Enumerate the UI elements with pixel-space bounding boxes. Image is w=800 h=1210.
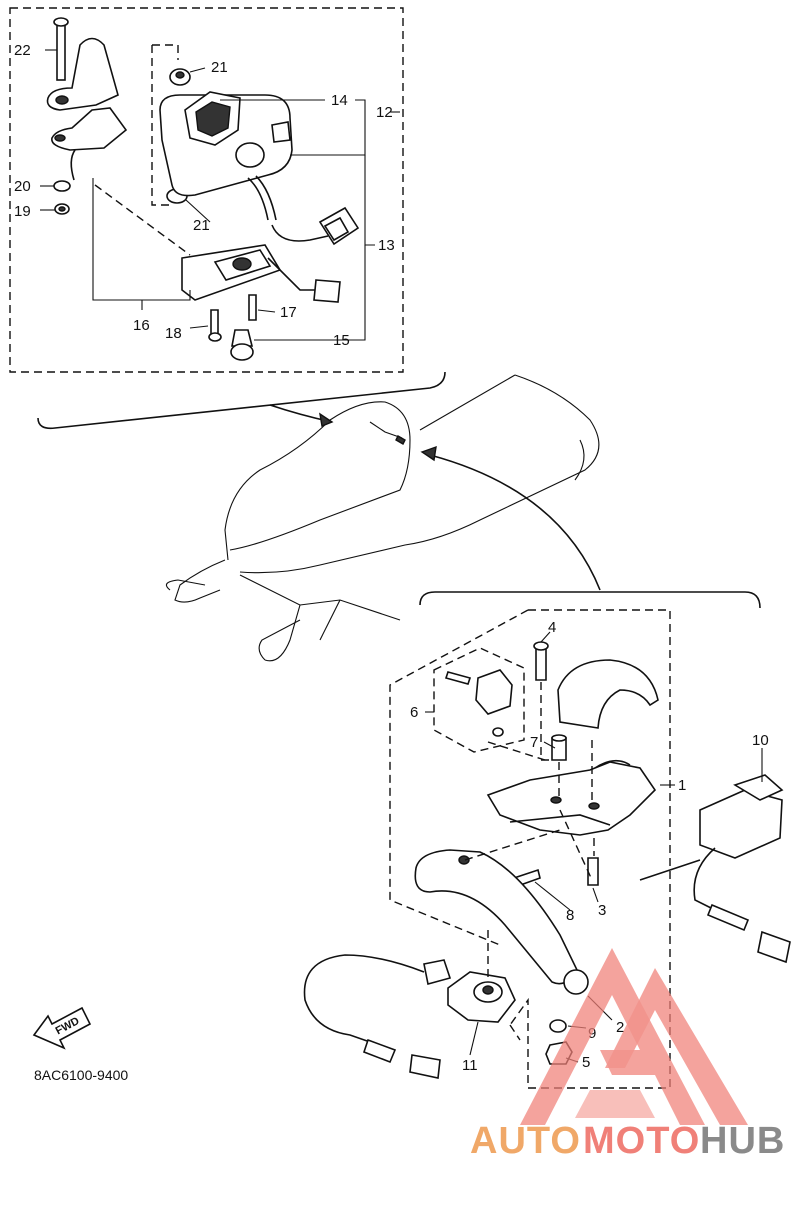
guide-21a [152, 44, 179, 60]
subassembly-6-frame [433, 647, 525, 753]
fwd-arrow-icon: FWD [32, 1006, 92, 1050]
block-part-6 [444, 669, 513, 737]
lever-holder [486, 759, 657, 836]
screw-3 [587, 857, 599, 886]
callout-4: 4 [548, 619, 556, 636]
callout-7: 7 [530, 734, 538, 751]
callout-9: 9 [588, 1025, 596, 1042]
callout-20: 20 [14, 178, 31, 195]
callout-5: 5 [582, 1054, 590, 1071]
callout-22: 22 [14, 42, 31, 59]
callout-8: 8 [566, 907, 574, 924]
callout-21-top: 21 [211, 59, 228, 76]
snowmobile-outline [165, 374, 600, 662]
guide-21b [151, 45, 170, 206]
heater-housing [159, 91, 293, 221]
callout-12: 12 [376, 104, 393, 121]
assembly-1-frame [509, 609, 671, 1089]
bolt-collar [533, 641, 567, 761]
wire-connector-upper [271, 206, 360, 246]
throttle-sensor [303, 954, 516, 1079]
callout-19: 19 [14, 203, 31, 220]
callout-13: 13 [378, 237, 395, 254]
callout-15: 15 [333, 332, 350, 349]
guide-plate [94, 184, 191, 256]
throttle-lever [414, 849, 589, 995]
arrow-line-lower [429, 454, 601, 591]
screw-parts [208, 294, 257, 361]
base-plate [181, 244, 341, 303]
callout-2: 2 [616, 1019, 624, 1036]
lever-cover [557, 659, 659, 729]
callout-18: 18 [165, 325, 182, 342]
callout-16: 16 [133, 317, 150, 334]
upper-inset-frame [9, 7, 446, 430]
bracket-part [46, 17, 128, 181]
callout-1: 1 [678, 777, 686, 794]
callout-11: 11 [462, 1057, 478, 1074]
lower-inset-frame [419, 591, 761, 609]
upper-leaders [40, 49, 400, 341]
callout-6: 6 [410, 704, 418, 721]
watermark-logo-icon [520, 948, 748, 1125]
lower-guides [464, 682, 701, 1041]
callout-14: 14 [331, 92, 348, 109]
watermark-hub: HUB [700, 1120, 785, 1162]
diagram-code: 8AC6100-9400 [34, 1067, 128, 1083]
callout-21-bottom: 21 [193, 217, 210, 234]
washer-parts [53, 180, 71, 215]
control-module [693, 774, 791, 964]
callout-17: 17 [280, 304, 297, 321]
arrow-head-upper [319, 412, 334, 427]
callout-3: 3 [598, 902, 606, 919]
watermark-auto: AUTO [470, 1120, 581, 1162]
arrow-head-lower [420, 445, 437, 462]
callout-10: 10 [752, 732, 769, 749]
assembly-1-frame-left [389, 609, 529, 946]
watermark-text: AUTO MOTO HUB [470, 1120, 785, 1162]
watermark-moto: MOTO [583, 1120, 700, 1162]
grommet-top-hole [175, 71, 185, 79]
